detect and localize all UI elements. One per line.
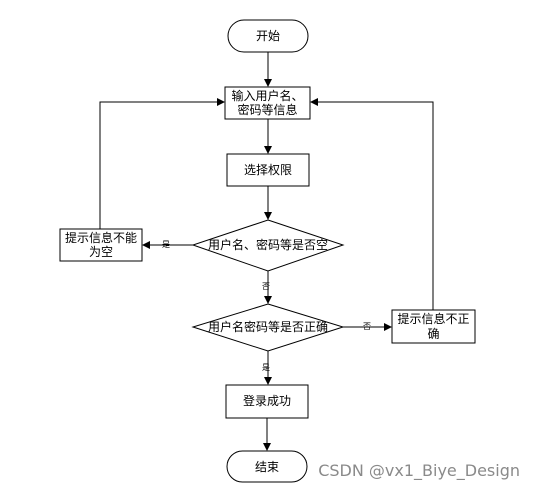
select-permission-label: 选择权限 [244,163,292,177]
edge-label-empty-no: 否 [262,282,270,291]
input-credentials-label-line2: 密码等信息 [237,102,297,117]
input-credentials-box [224,86,311,120]
end-terminal [226,450,308,483]
edge-label-empty-yes: 是 [162,240,170,249]
check-correct-label: 用户名密码等是否正确 [208,319,328,334]
incorrect-tip-label-line2: 确 [427,327,439,341]
edge-label-correct-no: 否 [363,322,371,331]
edge-empty-tip-back-to-input [99,98,225,229]
start-label: 开始 [256,29,280,43]
watermark: CSDN @vx1_Biye_Design [318,461,520,481]
edge-label-correct-yes: 是 [262,363,270,372]
login-success-label: 登录成功 [243,393,291,408]
empty-tip-box [59,228,143,262]
empty-tip-label-line1: 提示信息不能 [65,230,137,245]
end-label: 结束 [255,460,279,474]
check-empty-label: 用户名、密码等是否空 [208,237,328,252]
incorrect-tip-label-line1: 提示信息不正 [397,311,469,326]
login-success-box [225,384,309,419]
incorrect-tip-box [391,309,476,344]
edge-incorrect-tip-back-to-input [310,98,434,310]
empty-tip-label-line2: 为空 [89,245,113,259]
input-credentials-label-line1: 输入用户名、 [231,88,303,103]
